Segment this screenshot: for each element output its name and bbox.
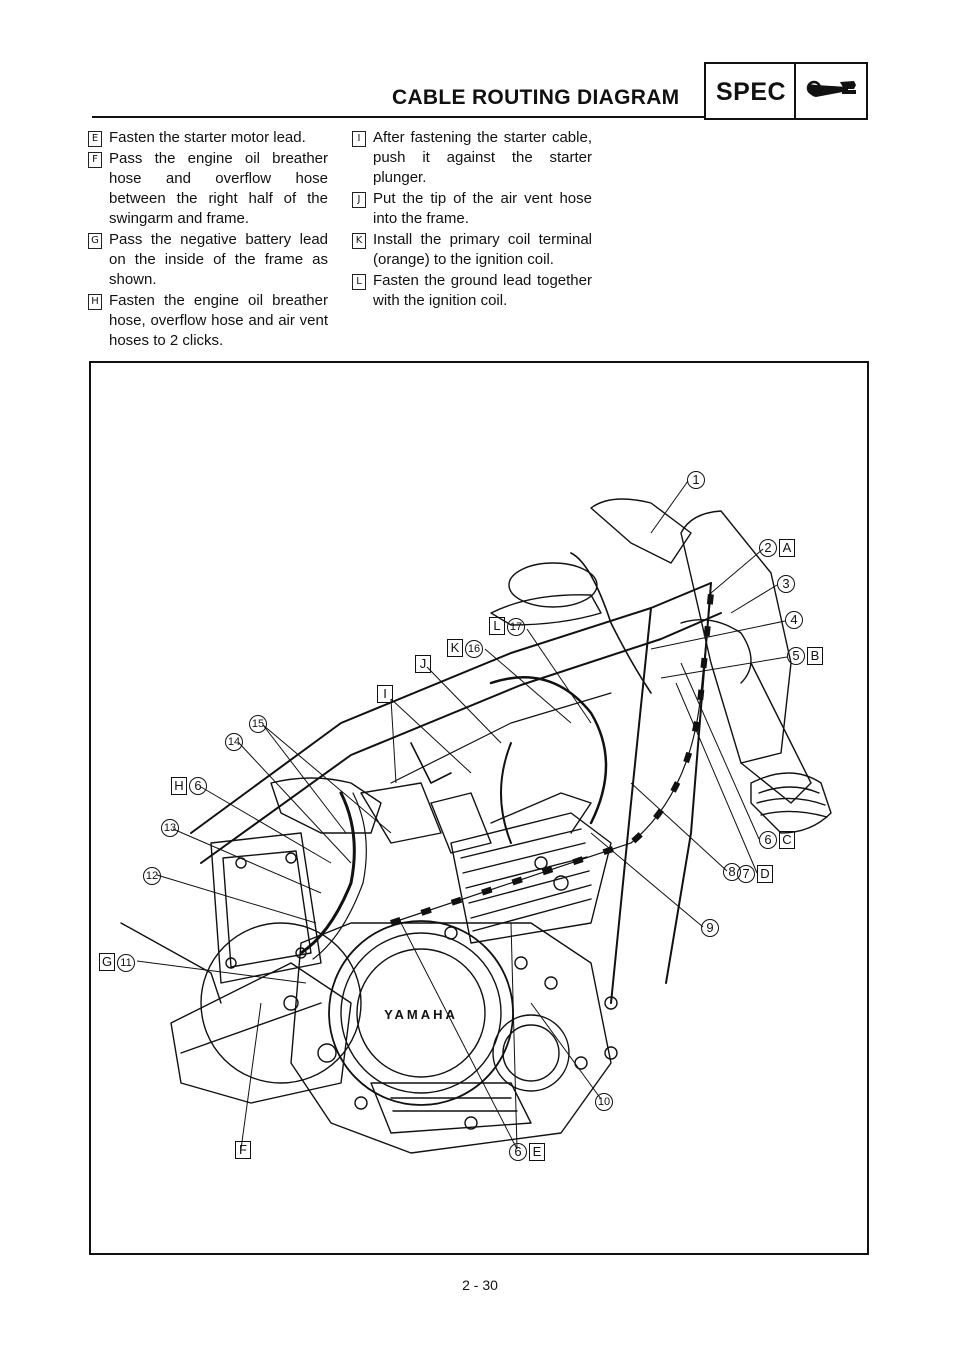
callout-letter: L (489, 617, 505, 635)
callout-number: 9 (701, 919, 719, 937)
callout-10: 10 (595, 1093, 613, 1111)
callout-8: 8 (723, 863, 741, 881)
page-title: CABLE ROUTING DIAGRAM (392, 86, 680, 109)
note-text: Fasten the ground lead together with the… (373, 272, 592, 309)
callout-letter: B (807, 647, 823, 665)
note-key: G (88, 233, 102, 249)
callout-letter: C (779, 831, 795, 849)
callout-number: 3 (777, 575, 795, 593)
page-header: CABLE ROUTING DIAGRAM SPEC (92, 60, 868, 124)
callout-letter: H (171, 777, 187, 795)
note-key: H (88, 294, 102, 310)
note-key: I (352, 131, 366, 147)
callout-number: 12 (143, 867, 161, 885)
callout-1: 1 (687, 471, 705, 489)
callout-letter: I (377, 685, 393, 703)
callout-f: F (235, 1141, 251, 1159)
note-item: H Fasten the engine oil breather hose, o… (88, 291, 328, 351)
note-text: Fasten the starter motor lead. (109, 129, 306, 146)
callout-number: 16 (465, 640, 483, 658)
section-divider (794, 64, 796, 118)
note-item: F Pass the engine oil breather hose and … (88, 149, 328, 229)
callout-number: 15 (249, 715, 267, 733)
note-item: G Pass the negative battery lead on the … (88, 230, 328, 290)
callout-j: J (415, 655, 431, 673)
callout-12: 12 (143, 867, 161, 885)
callout-15: 15 (249, 715, 267, 733)
callout-9: 9 (701, 919, 719, 937)
note-item: L Fasten the ground lead together with t… (352, 271, 592, 311)
spanner-icon (806, 80, 856, 97)
callout-letter: K (447, 639, 463, 657)
note-key: E (88, 131, 102, 147)
callout-letter: A (779, 539, 795, 557)
note-text: Fasten the engine oil breather hose, ove… (109, 292, 328, 349)
note-text: Put the tip of the air vent hose into th… (373, 190, 592, 227)
callout-number: 8 (723, 863, 741, 881)
note-key: K (352, 233, 366, 249)
callout-letter: G (99, 953, 115, 971)
callout-number: 5 (787, 647, 805, 665)
callout-number: 17 (507, 618, 525, 636)
callout-number: 6 (509, 1143, 527, 1161)
section-label: SPEC (716, 78, 787, 106)
callout-number: 13 (161, 819, 179, 837)
callout-14: 14 (225, 733, 243, 751)
note-key: F (88, 152, 102, 168)
callout-number: 14 (225, 733, 243, 751)
page-number: 2 - 30 (462, 1277, 498, 1293)
callout-letter: F (235, 1141, 251, 1159)
callout-number: 6 (189, 777, 207, 795)
note-item: E Fasten the starter motor lead. (88, 128, 328, 148)
note-item: J Put the tip of the air vent hose into … (352, 189, 592, 229)
note-key: L (352, 274, 366, 290)
callout-letter: D (757, 865, 773, 883)
callout-13: 13 (161, 819, 179, 837)
callout-letter: E (529, 1143, 545, 1161)
callout-4: 4 (785, 611, 803, 629)
callout-3: 3 (777, 575, 795, 593)
header-rule (92, 116, 704, 118)
note-item: K Install the primary coil terminal (ora… (352, 230, 592, 270)
note-text: Install the primary coil terminal (orang… (373, 231, 592, 268)
note-item: I After fastening the starter cable, pus… (352, 128, 592, 188)
note-text: Pass the engine oil breather hose and ov… (109, 150, 328, 227)
callout-number: 4 (785, 611, 803, 629)
callout-letter: J (415, 655, 431, 673)
callout-number: 10 (595, 1093, 613, 1111)
notes-left-column: E Fasten the starter motor lead. F Pass … (88, 128, 328, 352)
callout-number: 6 (759, 831, 777, 849)
notes-right-column: I After fastening the starter cable, pus… (352, 128, 592, 312)
note-text: After fastening the starter cable, push … (373, 129, 592, 186)
note-text: Pass the negative battery lead on the in… (109, 231, 328, 288)
engine-brand-label: YAMAHA (384, 1007, 458, 1022)
section-tab: SPEC (704, 62, 868, 120)
callout-number: 11 (117, 954, 135, 972)
note-key: J (352, 192, 366, 208)
callout-number: 1 (687, 471, 705, 489)
callout-number: 2 (759, 539, 777, 557)
callout-i: I (377, 685, 393, 703)
engine-illustration: YAMAHA (120, 480, 832, 1154)
